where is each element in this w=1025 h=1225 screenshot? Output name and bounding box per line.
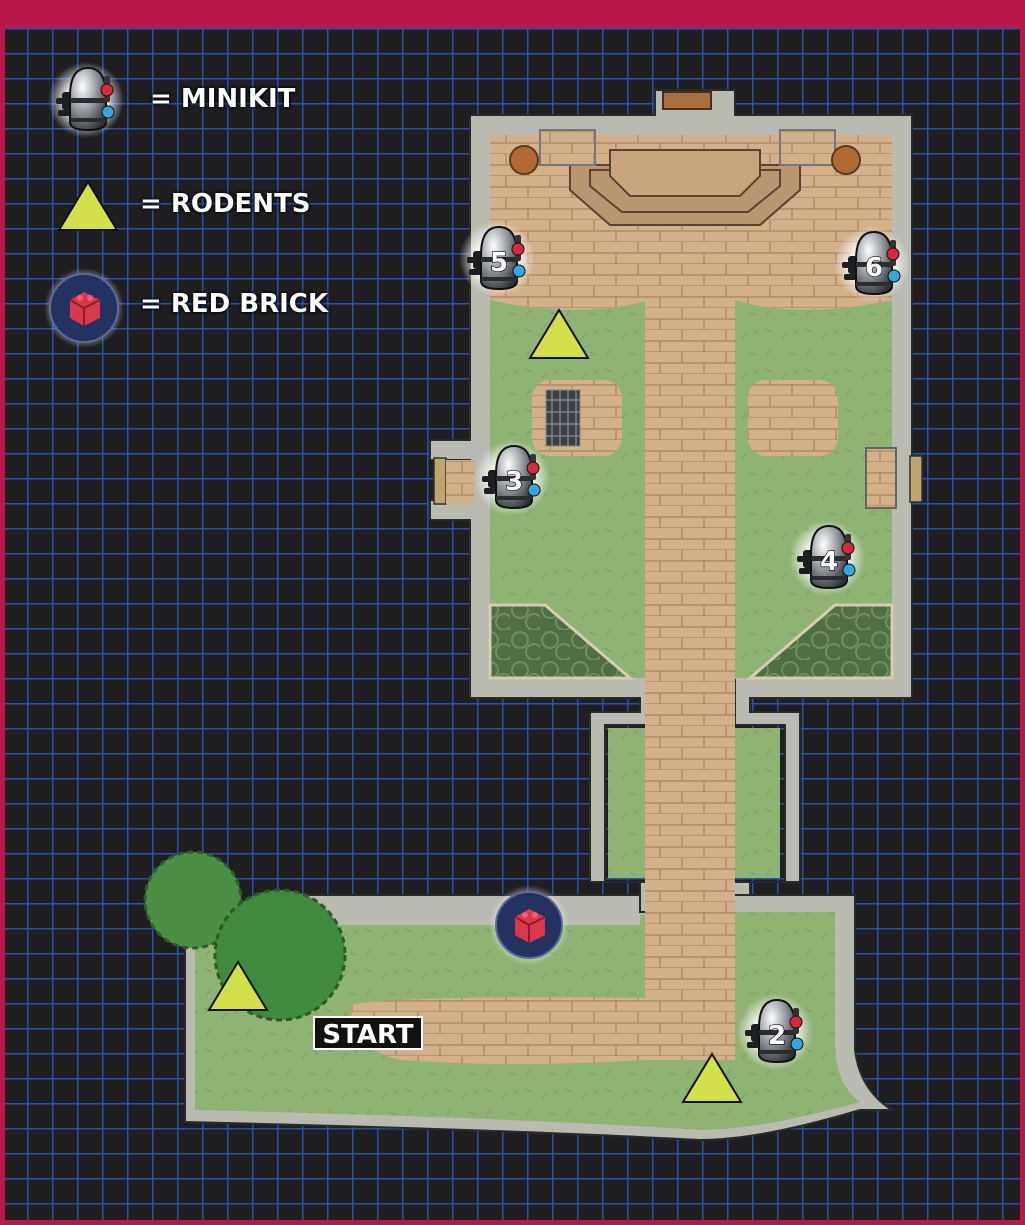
minikit-marker: 5 (458, 220, 536, 298)
minikit-marker: 2 (736, 993, 814, 1071)
rodent-markers (207, 308, 743, 1103)
west-door (433, 457, 447, 505)
north-door (662, 91, 712, 110)
minikit-number: 2 (768, 1021, 786, 1051)
red-brick-marker (489, 885, 569, 965)
minikit-number: 6 (865, 253, 883, 283)
garden-path (350, 997, 645, 1064)
minikit-marker: 3 (473, 439, 551, 517)
minikit-marker: 6 (833, 225, 911, 303)
legend-minikit-icon (47, 61, 125, 139)
hedge-right (745, 603, 894, 680)
tree (143, 850, 243, 950)
central-walkway (645, 300, 735, 1060)
legend-red-brick-label: = RED BRICK (140, 289, 328, 319)
legend-minikit-label: = MINIKIT (150, 84, 296, 114)
minikit-number: 5 (490, 248, 508, 278)
minikit-number: 3 (505, 467, 523, 497)
rodent-marker (681, 1052, 743, 1103)
paved-square-right (748, 380, 838, 456)
rodent-marker (207, 960, 269, 1011)
start-label: START (313, 1016, 423, 1050)
minikit-marker: 4 (788, 519, 866, 597)
drain-grate (545, 389, 581, 447)
legend-red-brick-icon (44, 268, 124, 348)
rodent-marker (528, 308, 590, 359)
east-door (909, 455, 923, 503)
hedge-left (488, 603, 635, 680)
minikit-number: 4 (820, 547, 838, 577)
legend-rodent-icon (57, 180, 119, 231)
legend-rodents-label: = RODENTS (140, 189, 311, 219)
